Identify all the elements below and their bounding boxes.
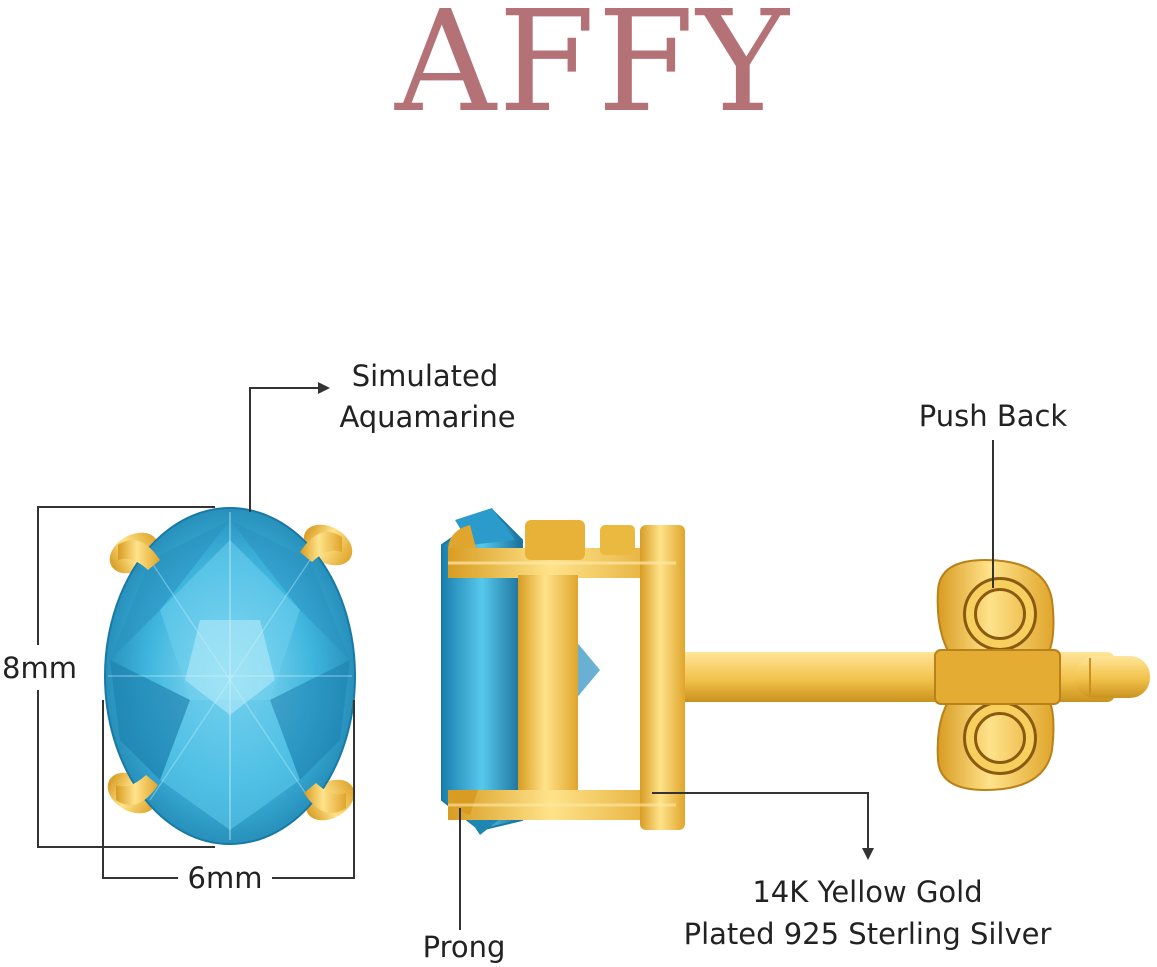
- gemstone-label-line2: Aquamarine: [339, 400, 516, 434]
- push-back-label: Push Back: [918, 399, 1068, 433]
- push-back: [934, 558, 1061, 792]
- callout-lines: [37, 387, 994, 930]
- callout-arrows: [318, 382, 874, 860]
- side-view-earring: [441, 508, 1150, 835]
- brand-logo: AFFY: [395, 0, 791, 144]
- width-dimension-label: 6mm: [187, 861, 263, 895]
- front-prong-tips: [116, 532, 346, 813]
- metal-label-line2: Plated 925 Sterling Silver: [683, 917, 1052, 951]
- front-view-earring: [104, 507, 356, 845]
- height-dimension-label: 8mm: [2, 651, 77, 685]
- prong-label: Prong: [422, 930, 506, 964]
- front-gem: [104, 507, 356, 845]
- post-tip: [1075, 656, 1150, 698]
- gemstone-label-line1: Simulated: [351, 359, 499, 393]
- metal-label-line1: 14K Yellow Gold: [752, 875, 983, 909]
